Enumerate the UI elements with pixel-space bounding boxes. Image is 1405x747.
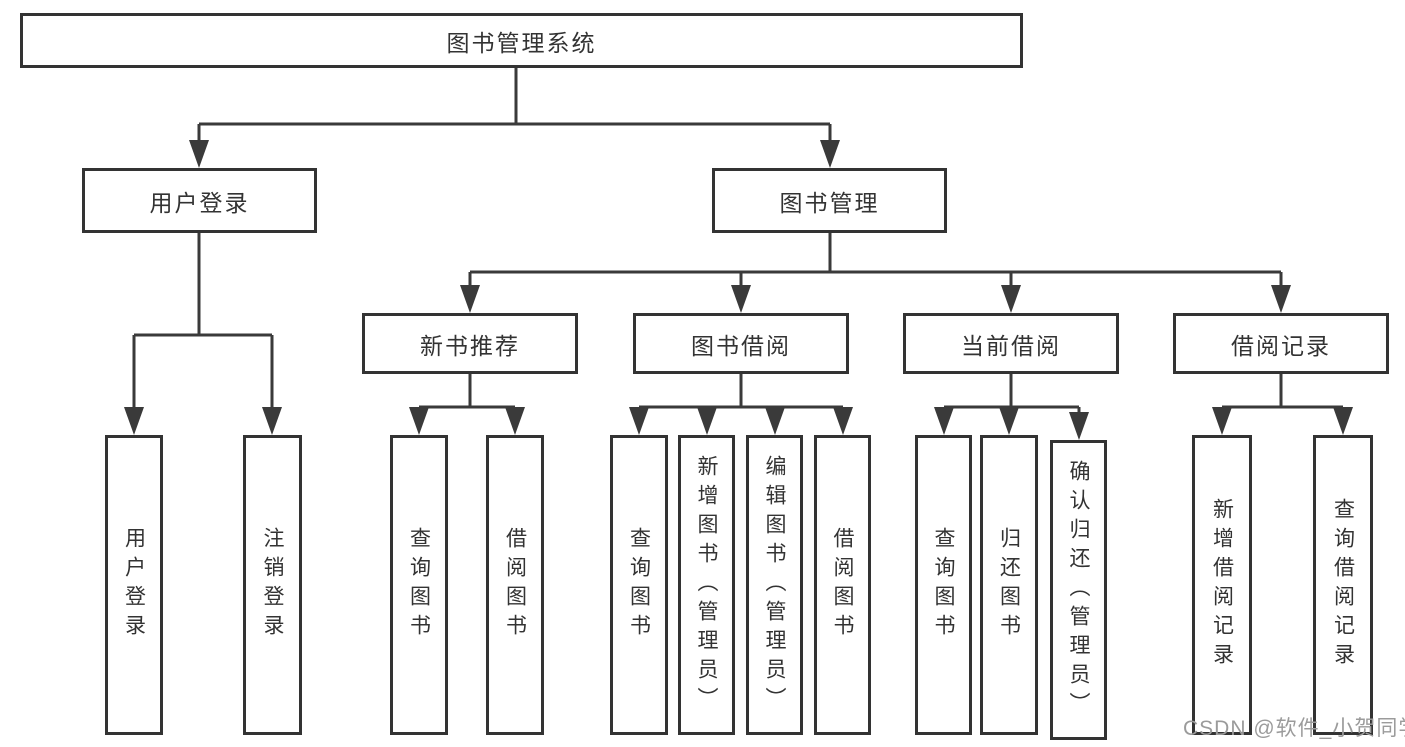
arrowhead <box>124 407 144 435</box>
node-user-login-leaf: 用户登录 <box>105 435 163 735</box>
arrowhead <box>460 285 480 313</box>
node-label: 确认归还（管理员） <box>1067 459 1090 721</box>
node-query-books-recommend: 查询图书 <box>390 435 448 735</box>
arrowhead <box>505 407 525 435</box>
edge-root-to-level2 <box>197 68 832 146</box>
node-book-management: 图书管理 <box>712 168 947 233</box>
node-logout-leaf: 注销登录 <box>243 435 302 735</box>
node-label: 归还图书 <box>997 527 1021 643</box>
edge-new-book-recommend-to-leaves <box>417 374 517 412</box>
node-label: 用户登录 <box>149 189 250 216</box>
node-label: 新书推荐 <box>420 332 520 359</box>
node-current-borrowing: 当前借阅 <box>903 313 1119 374</box>
node-label: 编辑图书（管理员） <box>763 454 786 716</box>
arrowhead <box>731 285 751 313</box>
node-label: 用户登录 <box>122 527 146 643</box>
arrowhead <box>1271 285 1291 313</box>
arrowhead <box>934 407 954 435</box>
arrowhead <box>1333 407 1353 435</box>
node-label: 查询图书 <box>932 527 955 643</box>
arrowhead <box>409 407 429 435</box>
arrowhead <box>1212 407 1232 435</box>
node-label: 借阅记录 <box>1231 332 1331 359</box>
node-label: 查询图书 <box>627 527 651 643</box>
node-label: 新增借阅记录 <box>1210 498 1234 672</box>
node-borrow-books-borrowing: 借阅图书 <box>814 435 871 735</box>
arrowhead <box>189 140 209 168</box>
node-label: 图书管理 <box>779 189 880 216</box>
arrowhead <box>697 407 717 435</box>
node-new-book-recommend: 新书推荐 <box>362 313 578 374</box>
arrowhead <box>765 407 785 435</box>
node-label: 借阅图书 <box>503 527 527 643</box>
node-confirm-return-admin: 确认归还（管理员） <box>1050 440 1107 740</box>
node-label: 查询借阅记录 <box>1331 498 1355 672</box>
node-book-borrowing: 图书借阅 <box>633 313 849 374</box>
node-add-book-admin: 新增图书（管理员） <box>678 435 735 735</box>
node-return-book: 归还图书 <box>980 435 1038 735</box>
edge-current-borrowing-to-leaves <box>942 374 1081 416</box>
node-borrowing-records: 借阅记录 <box>1173 313 1389 374</box>
edge-borrowing-records-to-leaves <box>1220 374 1345 412</box>
node-borrow-books-recommend: 借阅图书 <box>486 435 544 735</box>
node-label: 当前借阅 <box>961 332 1061 359</box>
node-query-books-current: 查询图书 <box>915 435 972 735</box>
node-user-login: 用户登录 <box>82 168 317 233</box>
node-add-borrow-record: 新增借阅记录 <box>1192 435 1252 735</box>
arrowhead <box>1069 412 1089 440</box>
arrowhead <box>262 407 282 435</box>
node-query-borrow-record: 查询借阅记录 <box>1313 435 1373 735</box>
node-query-books-borrowing: 查询图书 <box>610 435 668 735</box>
edge-book-management-to-sections <box>468 233 1283 290</box>
watermark: CSDN @软件_小贺同学 <box>1183 717 1405 740</box>
arrowhead <box>1001 285 1021 313</box>
node-label: 借阅图书 <box>831 527 854 643</box>
edge-book-borrowing-to-leaves <box>637 374 845 412</box>
arrowhead <box>999 407 1019 435</box>
arrowhead <box>820 140 840 168</box>
node-library-management-system: 图书管理系统 <box>20 13 1023 68</box>
node-label: 图书管理系统 <box>446 29 597 56</box>
node-label: 新增图书（管理员） <box>695 454 718 716</box>
node-label: 注销登录 <box>261 527 284 643</box>
edge-user-login-to-leaves <box>132 233 274 412</box>
node-edit-book-admin: 编辑图书（管理员） <box>746 435 803 735</box>
node-label: 查询图书 <box>407 527 431 643</box>
node-label: 图书借阅 <box>691 332 791 359</box>
arrowhead <box>833 407 853 435</box>
arrowhead <box>629 407 649 435</box>
